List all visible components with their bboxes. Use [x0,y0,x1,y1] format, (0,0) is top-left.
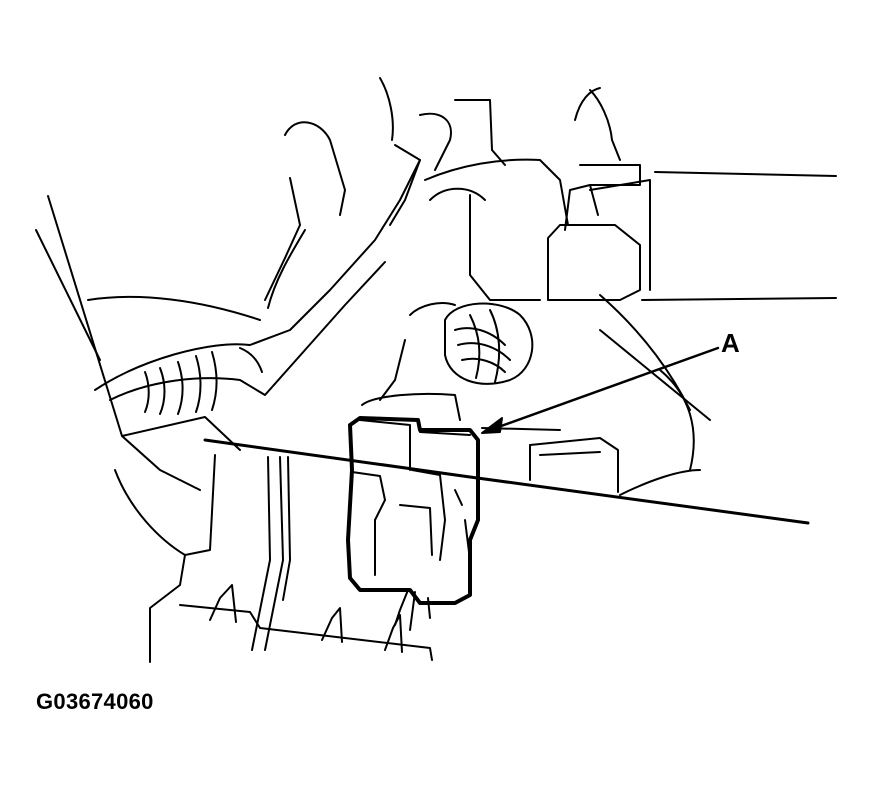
panel-edge-line [203,438,810,525]
wire-loop-bundle [379,302,534,401]
right-side-bracket [481,427,701,496]
lower-bracket [114,454,433,663]
connector-icon [346,392,480,631]
figure-code: G03674060 [36,689,154,714]
wiring-harness-left [94,112,452,415]
upper-connector-group [379,77,837,471]
callout-label: A [721,328,740,358]
dash-trim-panel [35,195,261,491]
callout-leader-arrow [481,346,720,434]
